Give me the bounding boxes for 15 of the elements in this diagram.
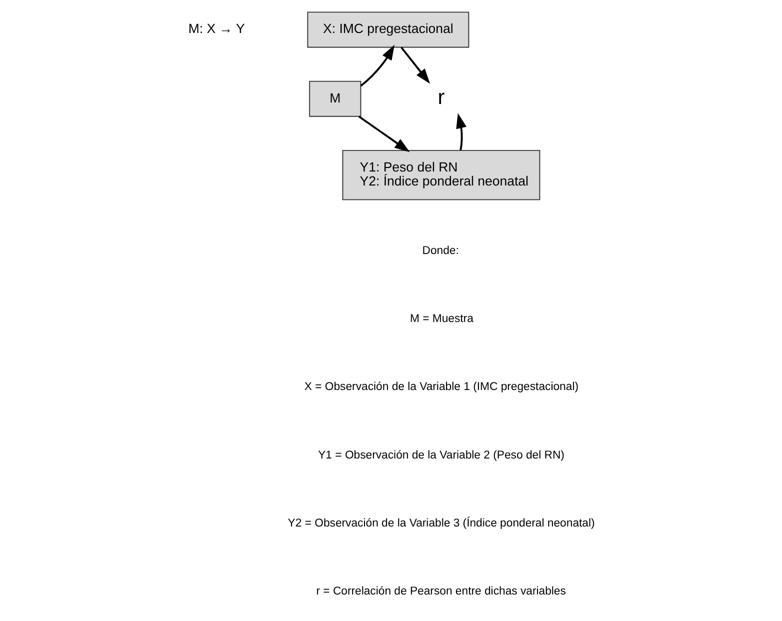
label: r = Correlación de Pearson entre dichas variables xyxy=(316,586,566,598)
node-box: Y1: Peso del RN Y2: Índice ponderal neonatal xyxy=(342,150,540,200)
label: Y2 = Observación de la Variable 3 (Índice ponderal neonatal) xyxy=(287,518,594,530)
arrow xyxy=(400,46,430,84)
label: Y1 = Observación de la Variable 2 (Peso del RN) xyxy=(318,449,564,462)
arrow xyxy=(360,44,394,87)
node-text: r xyxy=(437,86,444,110)
node-box: X: IMC pregestacional xyxy=(306,12,469,48)
arrow xyxy=(358,116,410,152)
label: M = Muestra xyxy=(409,312,473,325)
label: Donde: xyxy=(422,244,458,257)
node-box: M xyxy=(308,80,361,117)
label: X = Observación de la Variable 1 (IMC pregestacional) xyxy=(304,381,578,394)
label: M: X → Y xyxy=(188,21,244,36)
arrow xyxy=(456,113,466,151)
